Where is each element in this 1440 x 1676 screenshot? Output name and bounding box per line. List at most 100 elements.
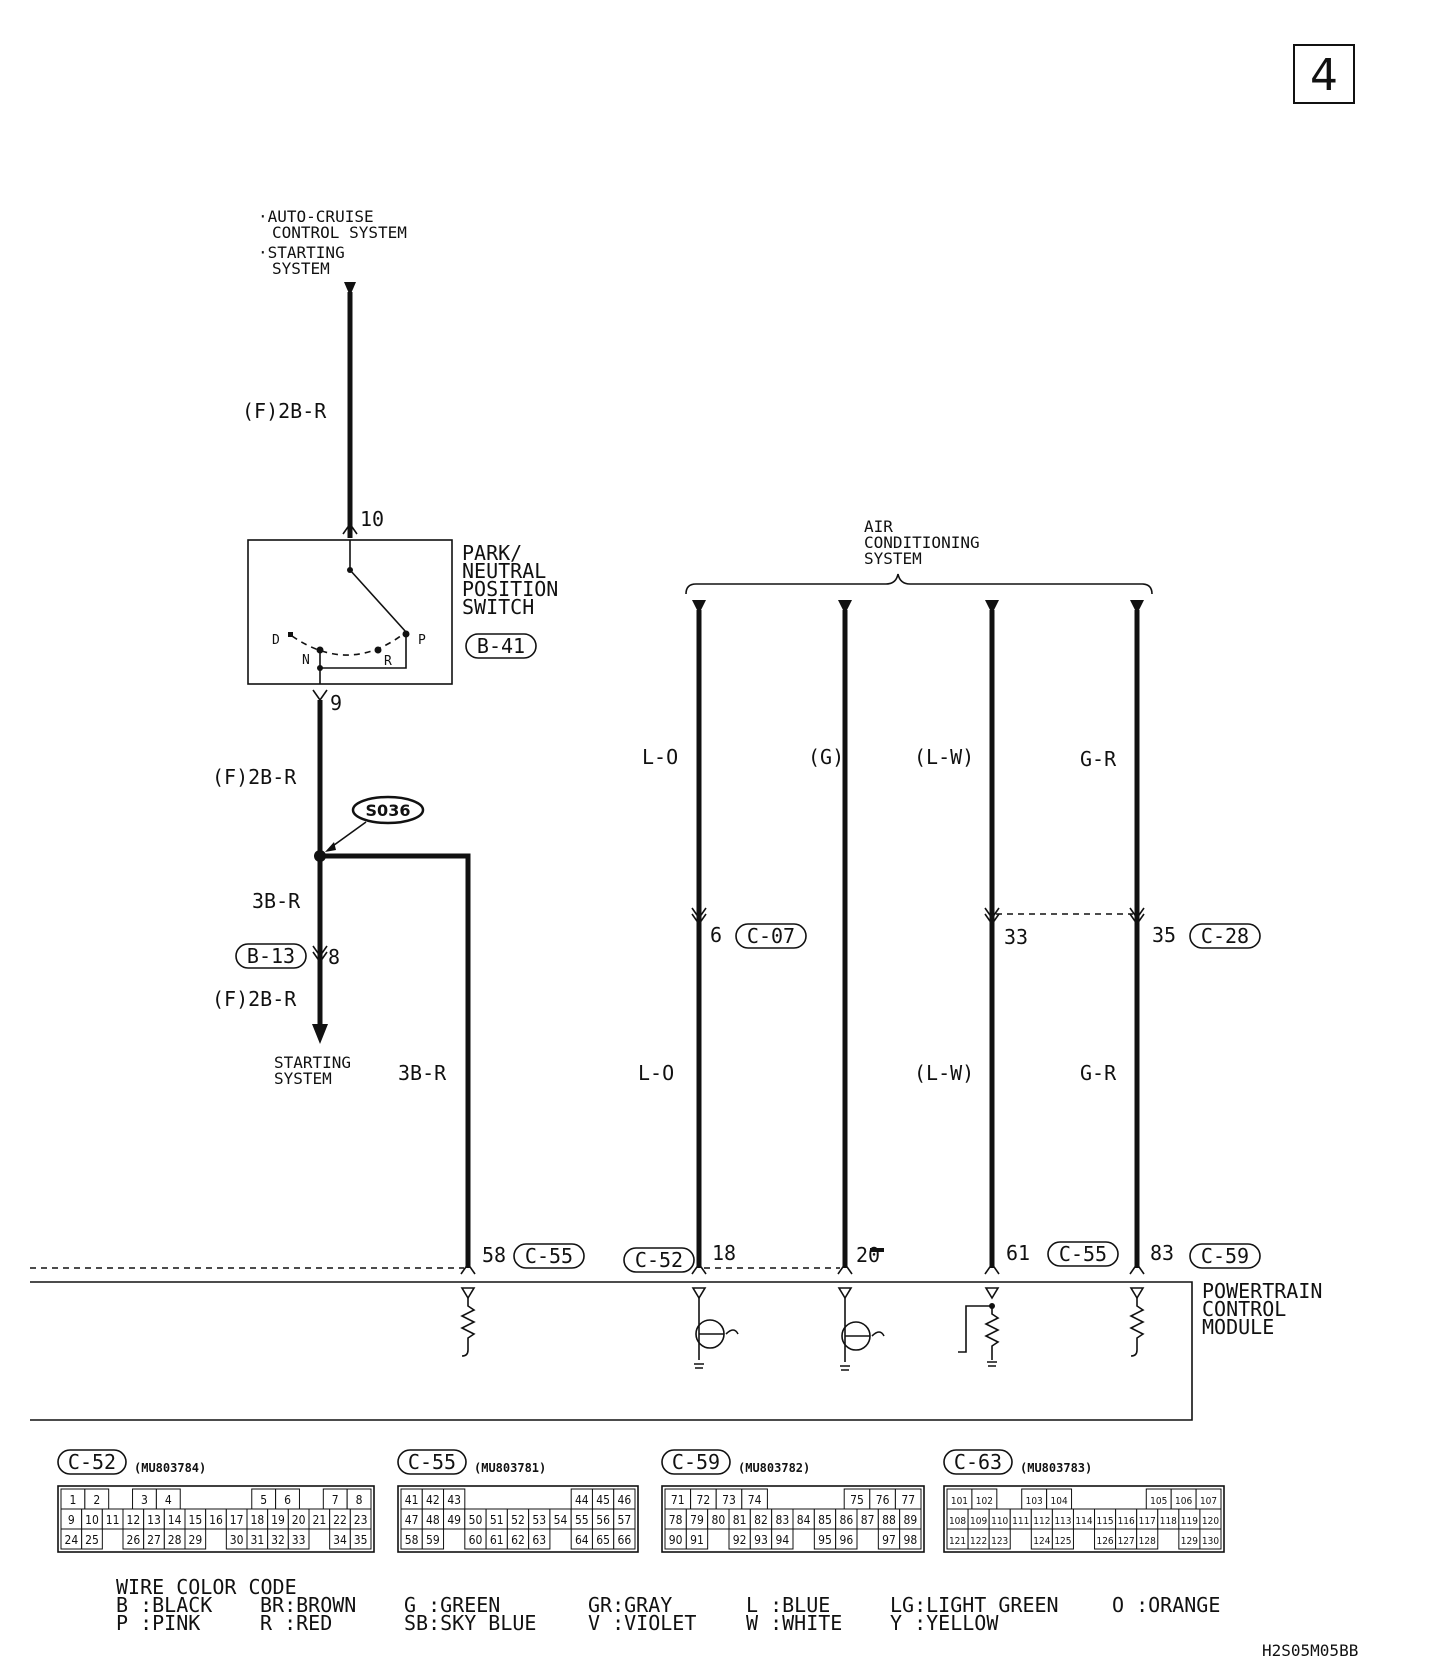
connector-pin-label: 57	[617, 1513, 631, 1527]
connector-pin-label: 124	[1033, 1536, 1050, 1547]
connector-pin-label: 62	[511, 1533, 525, 1547]
connector-pin-label: 92	[733, 1533, 747, 1547]
connector-pin-label: 21	[312, 1513, 326, 1527]
connector-pin	[1136, 1528, 1159, 1550]
ac-wire-label-4: G-R	[1080, 747, 1117, 771]
svg-text:SYSTEM: SYSTEM	[864, 549, 922, 568]
connector-pin-label: 41	[405, 1493, 419, 1507]
connector-c55-b: C-55	[1047, 1241, 1119, 1267]
svg-text:(MU803783): (MU803783)	[1020, 1461, 1092, 1475]
svg-text:C-52: C-52	[635, 1248, 683, 1272]
connector-pin-label: 105	[1150, 1496, 1167, 1507]
connector-pin-label: 113	[1054, 1516, 1071, 1527]
connector-pin-label: 63	[532, 1533, 546, 1547]
svg-text:LG:LIGHT GREEN: LG:LIGHT GREEN	[890, 1593, 1059, 1617]
connector-pin-label: 80	[711, 1513, 725, 1527]
connector-pin-label: 129	[1181, 1536, 1198, 1547]
connector-pin-label: 30	[230, 1533, 244, 1547]
connector-pin-label: 18	[250, 1513, 264, 1527]
pin-8: 8	[328, 945, 340, 969]
connector-pin-label: 44	[575, 1493, 589, 1507]
arrow-down-icon	[312, 1024, 328, 1044]
connector-pin-label: 45	[596, 1493, 610, 1507]
connector-pin-label: 4	[165, 1493, 172, 1507]
connector-pin-label: 22	[333, 1513, 347, 1527]
ac-wire-label-3: (L-W)	[914, 745, 974, 769]
connector-pin	[835, 1528, 858, 1550]
connector-pin-label: 77	[901, 1493, 915, 1507]
connector-pin-label: 74	[748, 1493, 762, 1507]
svg-text:AIR: AIR	[864, 517, 893, 536]
svg-text:C-07: C-07	[747, 924, 795, 948]
svg-text:Y :YELLOW: Y :YELLOW	[890, 1611, 999, 1635]
svg-text:POWERTRAIN: POWERTRAIN	[1202, 1279, 1322, 1303]
connector-pin-label: 125	[1054, 1536, 1071, 1547]
svg-text:GR:GRAY: GR:GRAY	[588, 1593, 672, 1617]
connector-pin-label: 127	[1118, 1536, 1135, 1547]
connector-pin-label: 64	[575, 1533, 589, 1547]
wire-3b-label-1: 3B-R	[252, 889, 301, 913]
terminal-icon	[342, 522, 358, 535]
connector-pin-label: 32	[271, 1533, 285, 1547]
connector-pin-label: 112	[1033, 1516, 1050, 1527]
connector-pin	[287, 1528, 310, 1550]
connector-pin-label: 101	[951, 1496, 968, 1507]
connector-pin-label: 25	[85, 1533, 99, 1547]
connector-c59: C-59	[1189, 1243, 1261, 1269]
connector-pin-label: 1	[69, 1493, 76, 1507]
connector-pin-label: 109	[970, 1516, 987, 1527]
connector-pin-label: 2	[93, 1493, 100, 1507]
svg-text:C-55: C-55	[408, 1450, 456, 1474]
connector-pin	[81, 1528, 103, 1550]
connector-pin-label: 56	[596, 1513, 610, 1527]
svg-text:SYSTEM: SYSTEM	[272, 259, 330, 278]
connector-pin-label: 52	[511, 1513, 525, 1527]
connector-pin-label: 104	[1051, 1496, 1068, 1507]
connector-pin-label: 20	[292, 1513, 306, 1527]
connector-terminal-icon	[691, 907, 707, 926]
ac-wire-label-2: (G)	[808, 745, 844, 769]
svg-text:C-28: C-28	[1201, 924, 1249, 948]
connector-pin-label: 85	[818, 1513, 832, 1527]
connector-pin-label: 27	[147, 1533, 161, 1547]
pcm-circuit-61	[958, 1287, 1000, 1367]
connector-c52: C-52	[623, 1247, 695, 1273]
connector-pin-label: 82	[754, 1513, 768, 1527]
connector-pin-label: 118	[1160, 1516, 1177, 1527]
connector-pin-label: 76	[876, 1493, 890, 1507]
svg-text:V :VIOLET: V :VIOLET	[588, 1611, 696, 1635]
connector-pin	[421, 1528, 445, 1550]
connector-pin-label: 79	[690, 1513, 704, 1527]
connector-pin-label: 126	[1096, 1536, 1113, 1547]
connector-pin-label: 128	[1139, 1536, 1156, 1547]
connector-pin-label: 110	[991, 1516, 1008, 1527]
connector-pin-label: 29	[188, 1533, 202, 1547]
connector-pin-label: 17	[230, 1513, 244, 1527]
ac-wire-l-w	[985, 600, 999, 1268]
connector-pin-label: 61	[490, 1533, 504, 1547]
connector-pin-label: 24	[64, 1533, 78, 1547]
connector-pin-label: 50	[469, 1513, 483, 1527]
ac-brace	[685, 573, 1153, 595]
svg-text:PARK/: PARK/	[462, 541, 522, 565]
connector-pin	[988, 1528, 1011, 1550]
splice-s036: S036	[325, 795, 425, 852]
svg-text:(MU803781): (MU803781)	[474, 1461, 546, 1475]
connector-pin-label: 116	[1118, 1516, 1135, 1527]
connector-pin	[528, 1528, 551, 1550]
svg-text:N: N	[302, 653, 310, 668]
connector-pin-label: 75	[850, 1493, 864, 1507]
svg-text:(MU803782): (MU803782)	[738, 1461, 810, 1475]
svg-text:MODULE: MODULE	[1202, 1315, 1274, 1339]
connector-pin	[1199, 1528, 1222, 1550]
connector-pin-label: 8	[356, 1493, 363, 1507]
connector-pin-label: 122	[970, 1536, 987, 1547]
pin-58: 58	[482, 1243, 506, 1267]
connector-pin-label: 46	[617, 1493, 631, 1507]
connector-b41: B-41	[465, 633, 537, 659]
connector-pin-label: 54	[554, 1513, 568, 1527]
